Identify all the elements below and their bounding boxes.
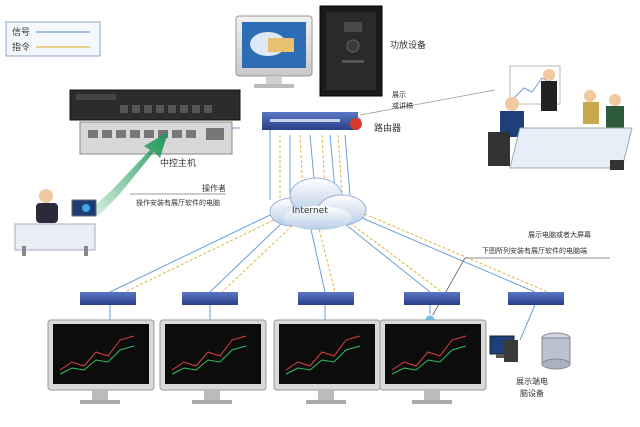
operator-label: 操作者 [202, 183, 226, 193]
router-icon [262, 112, 362, 130]
top-monitor-icon [235, 15, 313, 88]
server-label-1: 展示端电 [516, 376, 548, 386]
display-monitors [47, 319, 487, 404]
amplifier-label: 功放设备 [390, 39, 426, 51]
internet-cloud-icon [269, 177, 367, 230]
server-label-2: 脑设备 [520, 388, 544, 398]
signal-arrow-icon [90, 132, 168, 216]
switch-icon [182, 292, 238, 305]
switches [80, 292, 564, 326]
switch-icon [508, 292, 564, 305]
legend-command-label: 指令 [12, 41, 30, 53]
central-host-label: 中控主机 [160, 157, 196, 169]
router-label: 路由器 [374, 122, 401, 134]
legend-signal-label: 信号 [12, 26, 30, 38]
operator-desc: 操作安装有展厅软件的电脑 [136, 198, 220, 207]
display-monitor-icon [47, 319, 155, 404]
switch-icon [298, 292, 354, 305]
display-desc-1: 展示电脑或者大屏幕 [528, 230, 591, 239]
display-label-2: 或讲稿 [392, 101, 413, 110]
display-label-1: 展示 [392, 91, 406, 99]
display-monitor-icon [273, 319, 381, 404]
legend: 信号 指令 [5, 21, 101, 57]
operator-icon [14, 189, 97, 256]
meeting-people-icon [488, 65, 633, 170]
server-icon [489, 332, 571, 370]
display-monitor-icon [379, 319, 487, 404]
display-desc-2: 下图所列安装有展厅软件的电脑端 [482, 246, 587, 255]
switch-icon [80, 292, 136, 305]
display-monitor-icon [159, 319, 267, 404]
internet-label: Internet [292, 206, 328, 216]
amplifier-icon [319, 5, 383, 97]
switch-icon [404, 292, 460, 305]
